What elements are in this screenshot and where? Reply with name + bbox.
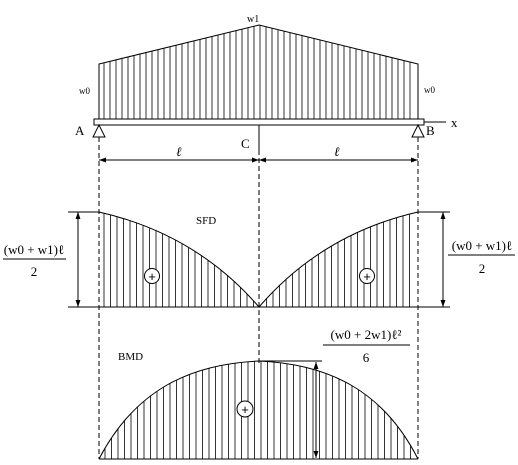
sfd-title: SFD bbox=[196, 215, 216, 227]
sfd-positive-sign-left bbox=[144, 268, 160, 284]
load-outline bbox=[98, 24, 419, 119]
bmd-curve bbox=[98, 360, 419, 460]
beam-body bbox=[93, 118, 425, 126]
bmd-max-value-denominator: 6 bbox=[363, 350, 370, 365]
bmd-positive-sign bbox=[236, 400, 254, 418]
beam: x A B C bbox=[75, 115, 458, 151]
load-w0-right-label: w0 bbox=[424, 85, 435, 95]
support-b-icon bbox=[411, 123, 425, 138]
load-diagram: w1 w0 w0 bbox=[79, 14, 435, 119]
sfd-sign-right-text: + bbox=[363, 269, 371, 284]
bmd-max-value-numerator: (w0 + 2w1)ℓ² bbox=[331, 327, 402, 342]
bmd-diagram: BMD + (w0 + 2w1)ℓ² 6 bbox=[98, 327, 419, 460]
sfd-sign-left-text: + bbox=[148, 269, 156, 284]
sfd-right-value-numerator: (w0 + w1)ℓ bbox=[452, 238, 513, 253]
sfd-positive-sign-right bbox=[359, 268, 375, 284]
x-axis-label: x bbox=[451, 115, 458, 130]
point-b-label: B bbox=[426, 123, 435, 138]
load-w0-left-label: w0 bbox=[79, 86, 90, 96]
bmd-sign-text: + bbox=[241, 402, 249, 417]
bmd-title: BMD bbox=[118, 351, 143, 363]
bmd-hatch bbox=[104, 361, 411, 459]
right-span-label: ℓ bbox=[334, 144, 340, 159]
sfd-right-value-denominator: 2 bbox=[479, 261, 486, 276]
load-hatch bbox=[103, 25, 411, 119]
point-c-label: C bbox=[241, 136, 250, 151]
left-span-label: ℓ bbox=[176, 144, 182, 159]
sfd-left-value-numerator: (w0 + w1)ℓ bbox=[4, 242, 65, 257]
span-dimensions: ℓ ℓ bbox=[98, 137, 419, 459]
sfd-hatch bbox=[103, 212, 410, 307]
point-a-label: A bbox=[75, 123, 85, 138]
support-a-icon bbox=[92, 123, 106, 138]
sfd-left-value-denominator: 2 bbox=[31, 264, 38, 279]
load-w1-label: w1 bbox=[247, 14, 259, 25]
